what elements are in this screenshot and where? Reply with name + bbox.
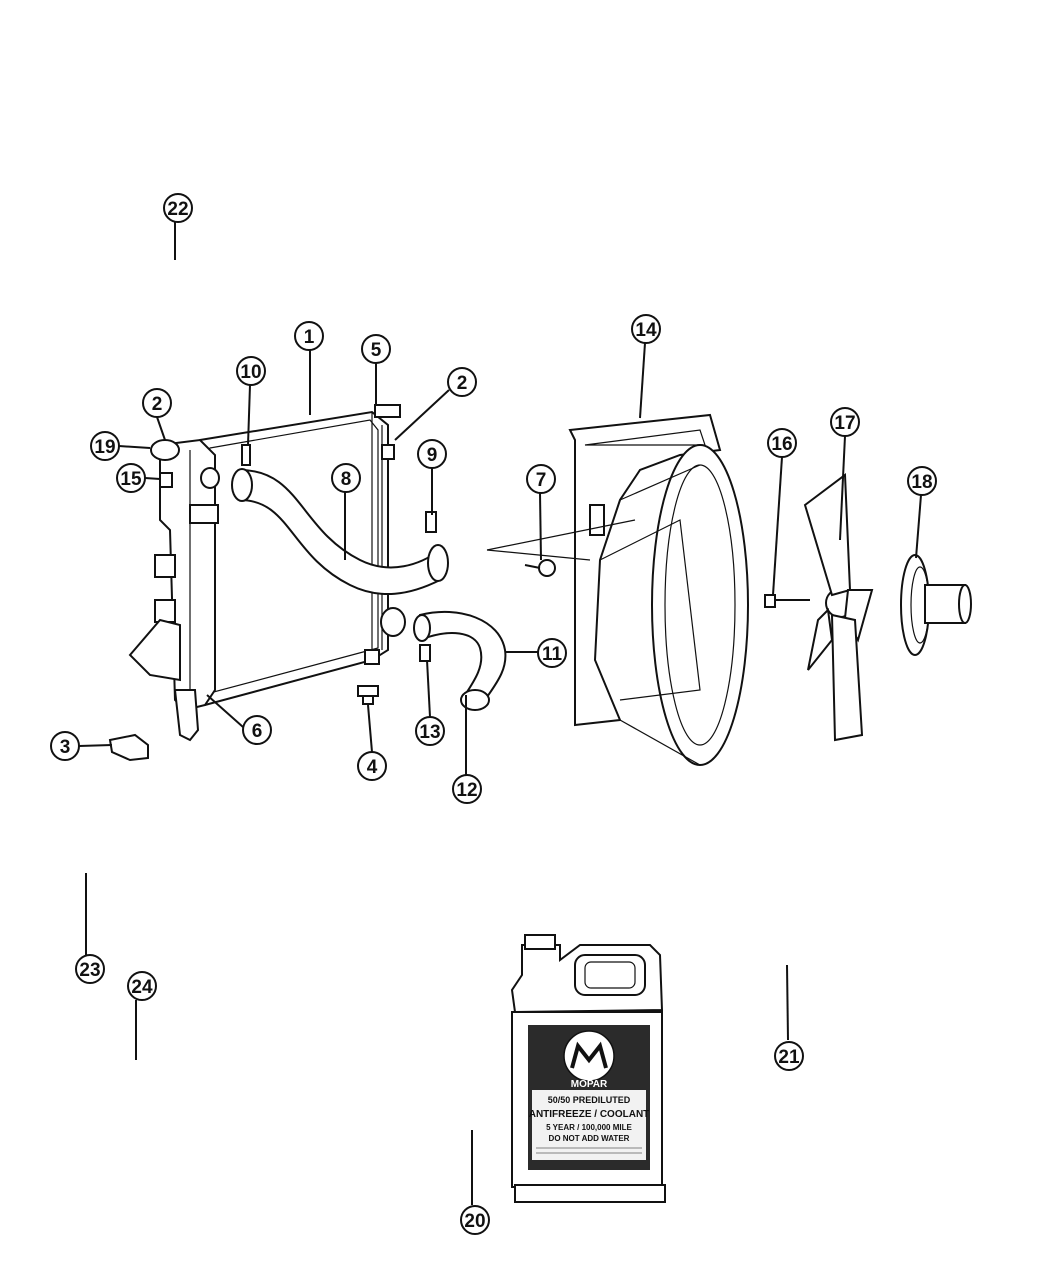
coolant-label-line3: 5 YEAR / 100,000 MILE (546, 1123, 632, 1132)
callout-3: 3 (50, 731, 80, 761)
small-parts (108, 559, 556, 762)
callout-2-left: 2 (142, 388, 172, 418)
coolant-label-line4: DO NOT ADD WATER (549, 1134, 630, 1143)
coolant-brand: MOPAR (571, 1079, 608, 1090)
callout-13-label: 13 (419, 722, 440, 743)
callout-7-label: 7 (536, 470, 547, 491)
callout-19: 19 (90, 431, 120, 461)
callout-23-label: 23 (79, 960, 100, 981)
callout-1-label: 1 (304, 327, 315, 348)
callout-12: 12 (452, 774, 482, 804)
callout-5-label: 5 (371, 340, 382, 361)
callout-20: 20 (460, 1205, 490, 1235)
callout-2-right-label: 2 (457, 373, 468, 394)
lower-hose (413, 610, 507, 711)
callout-16-label: 16 (771, 434, 792, 455)
callout-8-label: 8 (341, 469, 352, 490)
callout-2-right: 2 (447, 367, 477, 397)
callout-4: 4 (357, 751, 387, 781)
callout-1: 1 (294, 321, 324, 351)
callout-7: 7 (526, 464, 556, 494)
callout-22-label: 22 (167, 199, 188, 220)
callout-2-left-label: 2 (152, 394, 163, 415)
callout-15: 15 (116, 463, 146, 493)
callout-10-label: 10 (240, 362, 261, 383)
callout-17-label: 17 (834, 413, 855, 434)
callout-24-label: 24 (131, 977, 153, 998)
callout-18-label: 18 (911, 472, 932, 493)
callout-21: 21 (774, 1041, 804, 1071)
coolant-label-line2: ANTIFREEZE / COOLANT (529, 1109, 650, 1120)
callout-8: 8 (331, 463, 361, 493)
callout-17: 17 (830, 407, 860, 437)
callout-9-label: 9 (427, 445, 438, 466)
callout-4-label: 4 (367, 757, 378, 778)
callout-16: 16 (767, 428, 797, 458)
callout-10: 10 (236, 356, 266, 386)
callout-11: 11 (537, 638, 567, 668)
callout-12-label: 12 (456, 780, 477, 801)
callout-19-label: 19 (94, 437, 115, 458)
callout-20-label: 20 (464, 1211, 485, 1232)
callout-3-label: 3 (60, 737, 71, 758)
coolant-jug: MOPAR 50/50 PREDILUTED ANTIFREEZE / COOL… (510, 934, 666, 1203)
callout-9: 9 (417, 439, 447, 469)
callout-21-label: 21 (778, 1047, 800, 1068)
callout-6-label: 6 (252, 721, 263, 742)
callout-15-label: 15 (120, 469, 142, 490)
callout-5: 5 (361, 334, 391, 364)
coolant-label-line1: 50/50 PREDILUTED (548, 1095, 631, 1105)
callout-11-label: 11 (542, 644, 563, 665)
fan-shroud (568, 413, 749, 766)
callout-14: 14 (631, 314, 661, 344)
callout-18: 18 (907, 466, 937, 496)
fan-drive (900, 554, 972, 656)
callout-22: 22 (163, 193, 193, 223)
callout-6: 6 (242, 715, 272, 745)
callout-24: 24 (127, 971, 157, 1001)
leader-lines (78, 222, 922, 1205)
fan-blade (764, 473, 874, 742)
callout-13: 13 (415, 716, 445, 746)
upper-hose (231, 444, 449, 596)
callout-14-label: 14 (635, 320, 657, 341)
callout-23: 23 (75, 954, 105, 984)
